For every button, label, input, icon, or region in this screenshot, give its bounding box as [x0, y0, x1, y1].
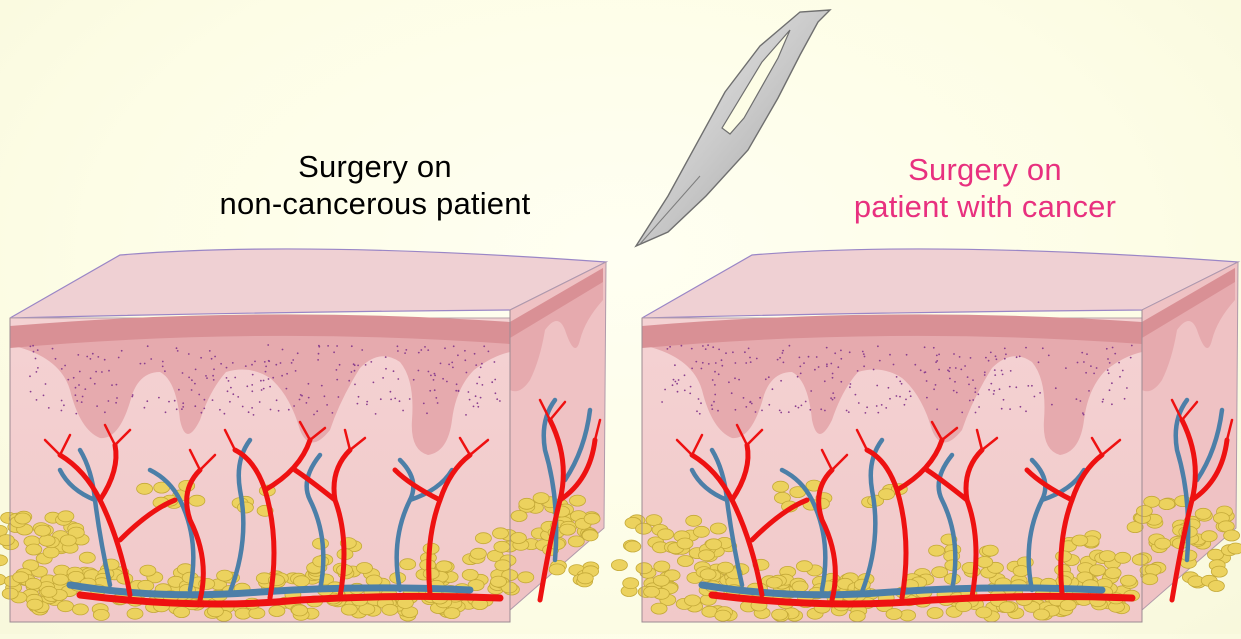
skin-block-non-cancerous [0, 249, 606, 622]
title-right-line2: patient with cancer [775, 188, 1195, 225]
title-left-line2: non-cancerous patient [115, 185, 635, 222]
title-non-cancerous: Surgery on non-cancerous patient [115, 148, 635, 222]
title-with-cancer: Surgery on patient with cancer [775, 151, 1195, 225]
title-right-line1: Surgery on [775, 151, 1195, 188]
title-left-line1: Surgery on [115, 148, 635, 185]
skin-block-with-cancer [611, 249, 1241, 622]
